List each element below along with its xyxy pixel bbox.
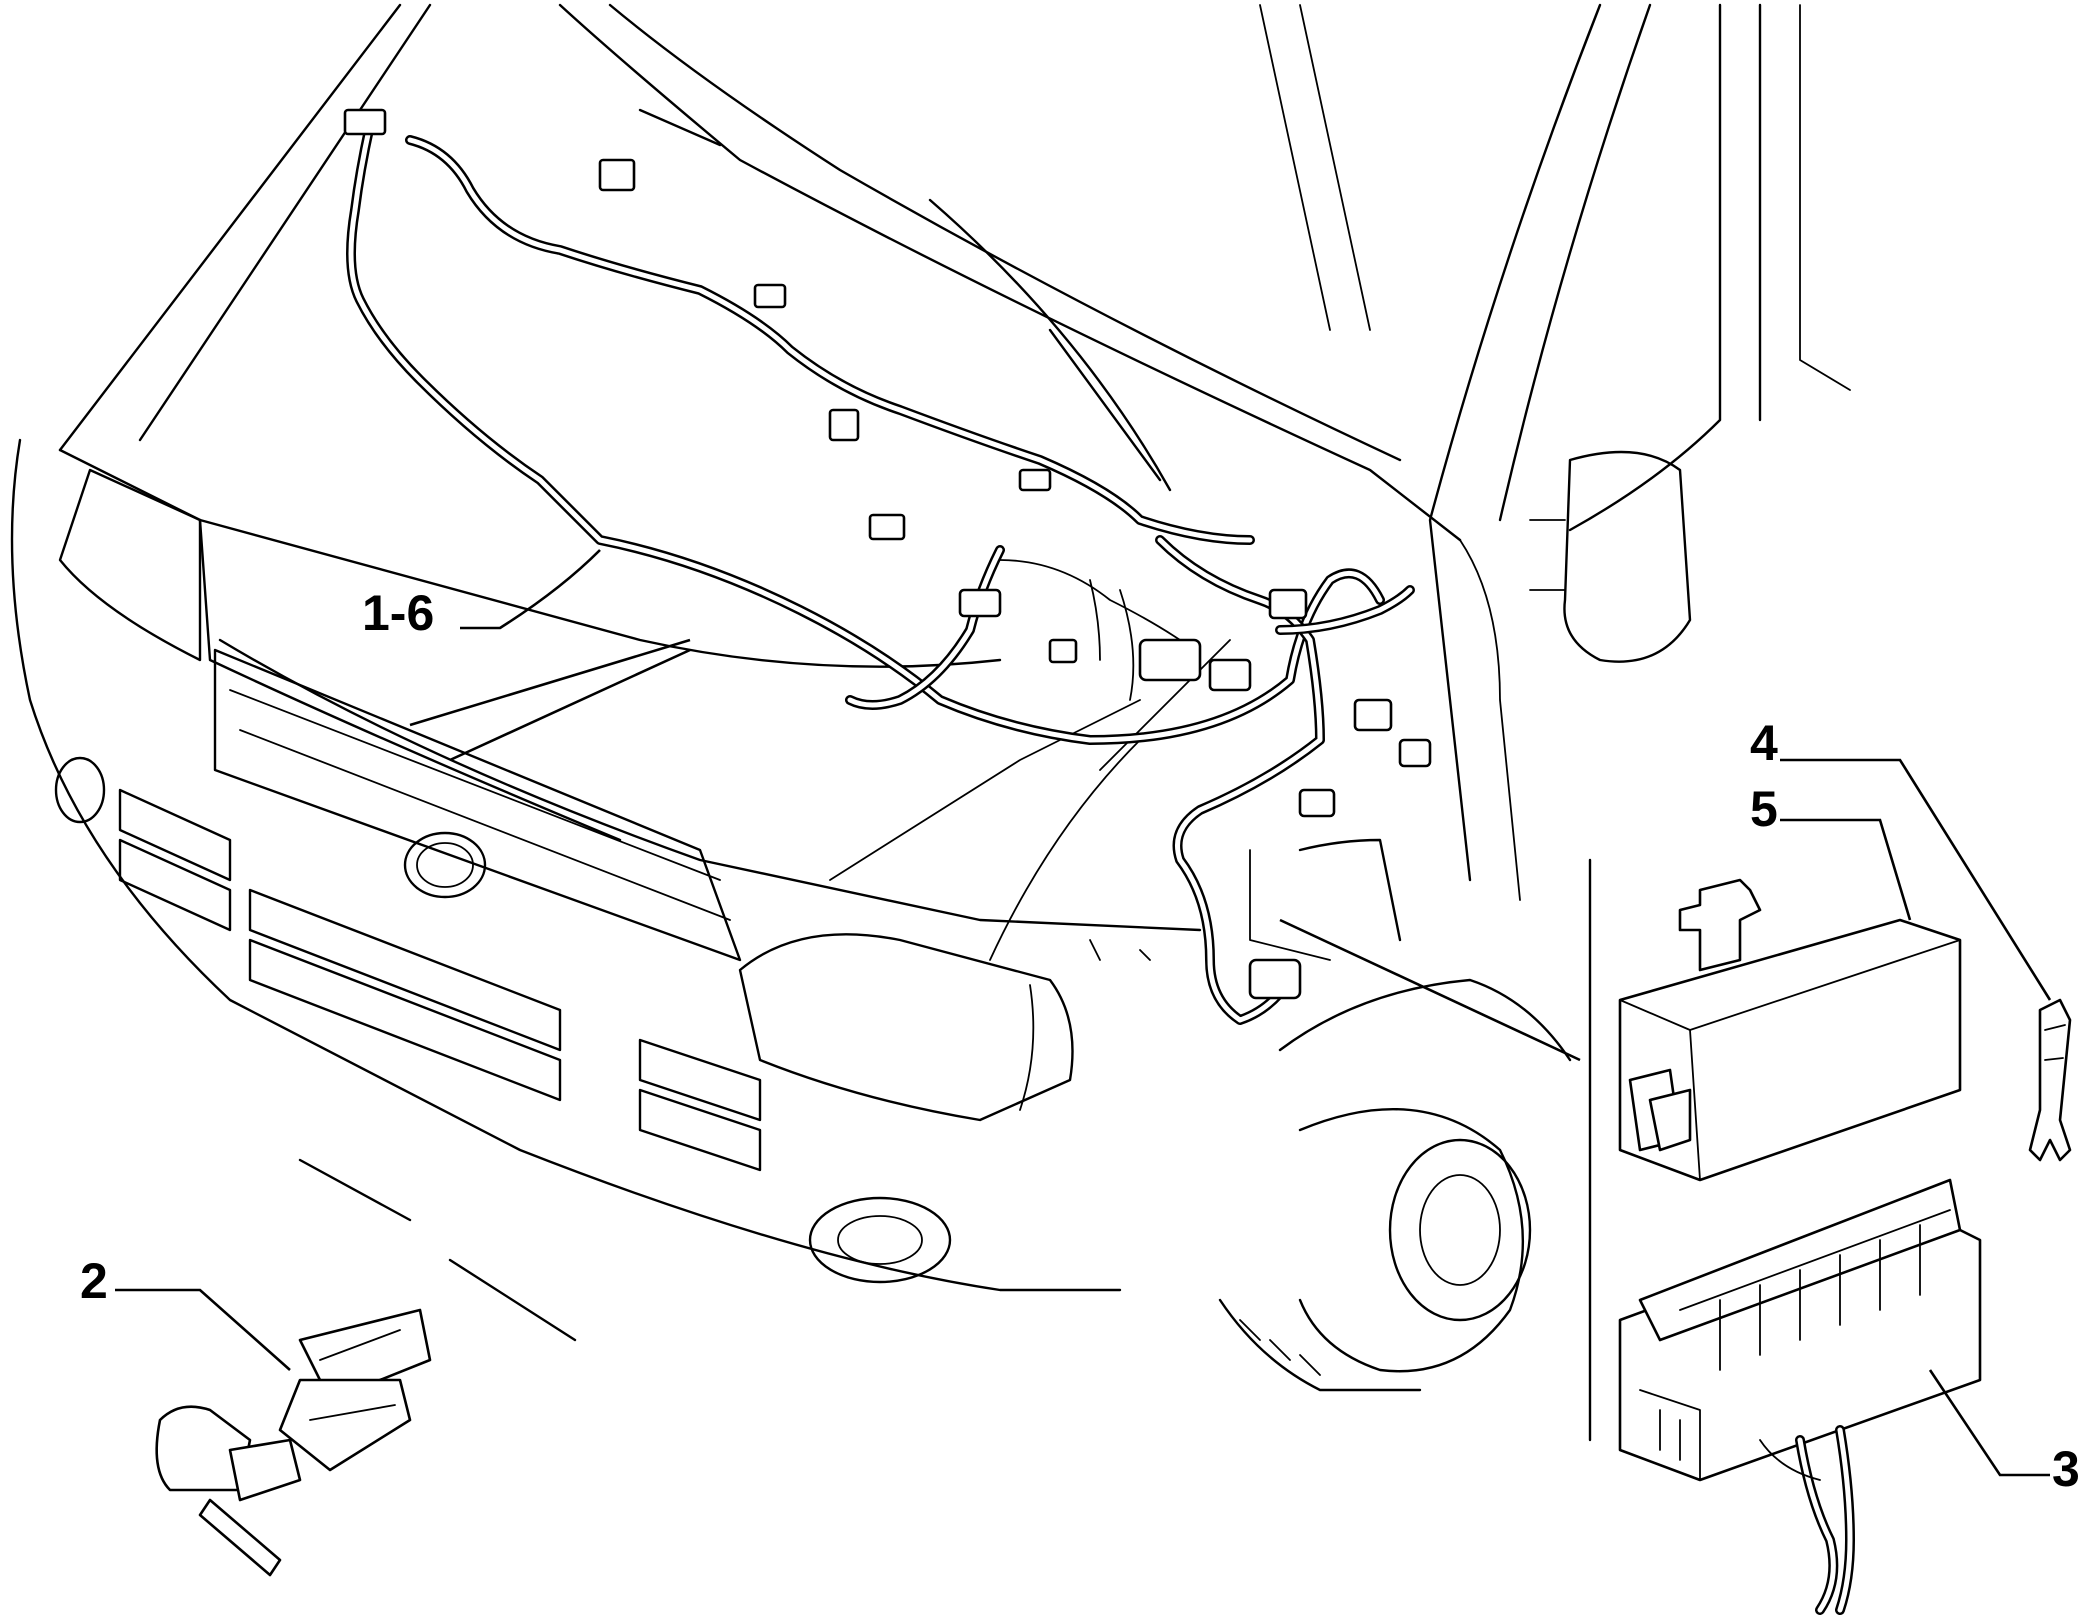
vehicle-body xyxy=(10,3,1851,1442)
callout-2: 2 xyxy=(80,1253,108,1309)
part-4-clip xyxy=(2028,998,2072,1162)
part-5-fuse-box-cover xyxy=(1618,878,1962,1182)
main-wiring-harness xyxy=(343,108,1432,1025)
callout-1-6: 1-6 xyxy=(362,585,434,641)
callout-5: 5 xyxy=(1750,781,1778,837)
part-3-fuse-box xyxy=(1618,1178,1982,1615)
callout-4: 4 xyxy=(1750,715,1778,771)
callout-labels: 1-6 2 3 4 5 xyxy=(80,585,2080,1497)
part-2-harness-clip xyxy=(155,1308,432,1577)
leader-lines xyxy=(115,549,2052,1477)
callout-3: 3 xyxy=(2052,1441,2080,1497)
